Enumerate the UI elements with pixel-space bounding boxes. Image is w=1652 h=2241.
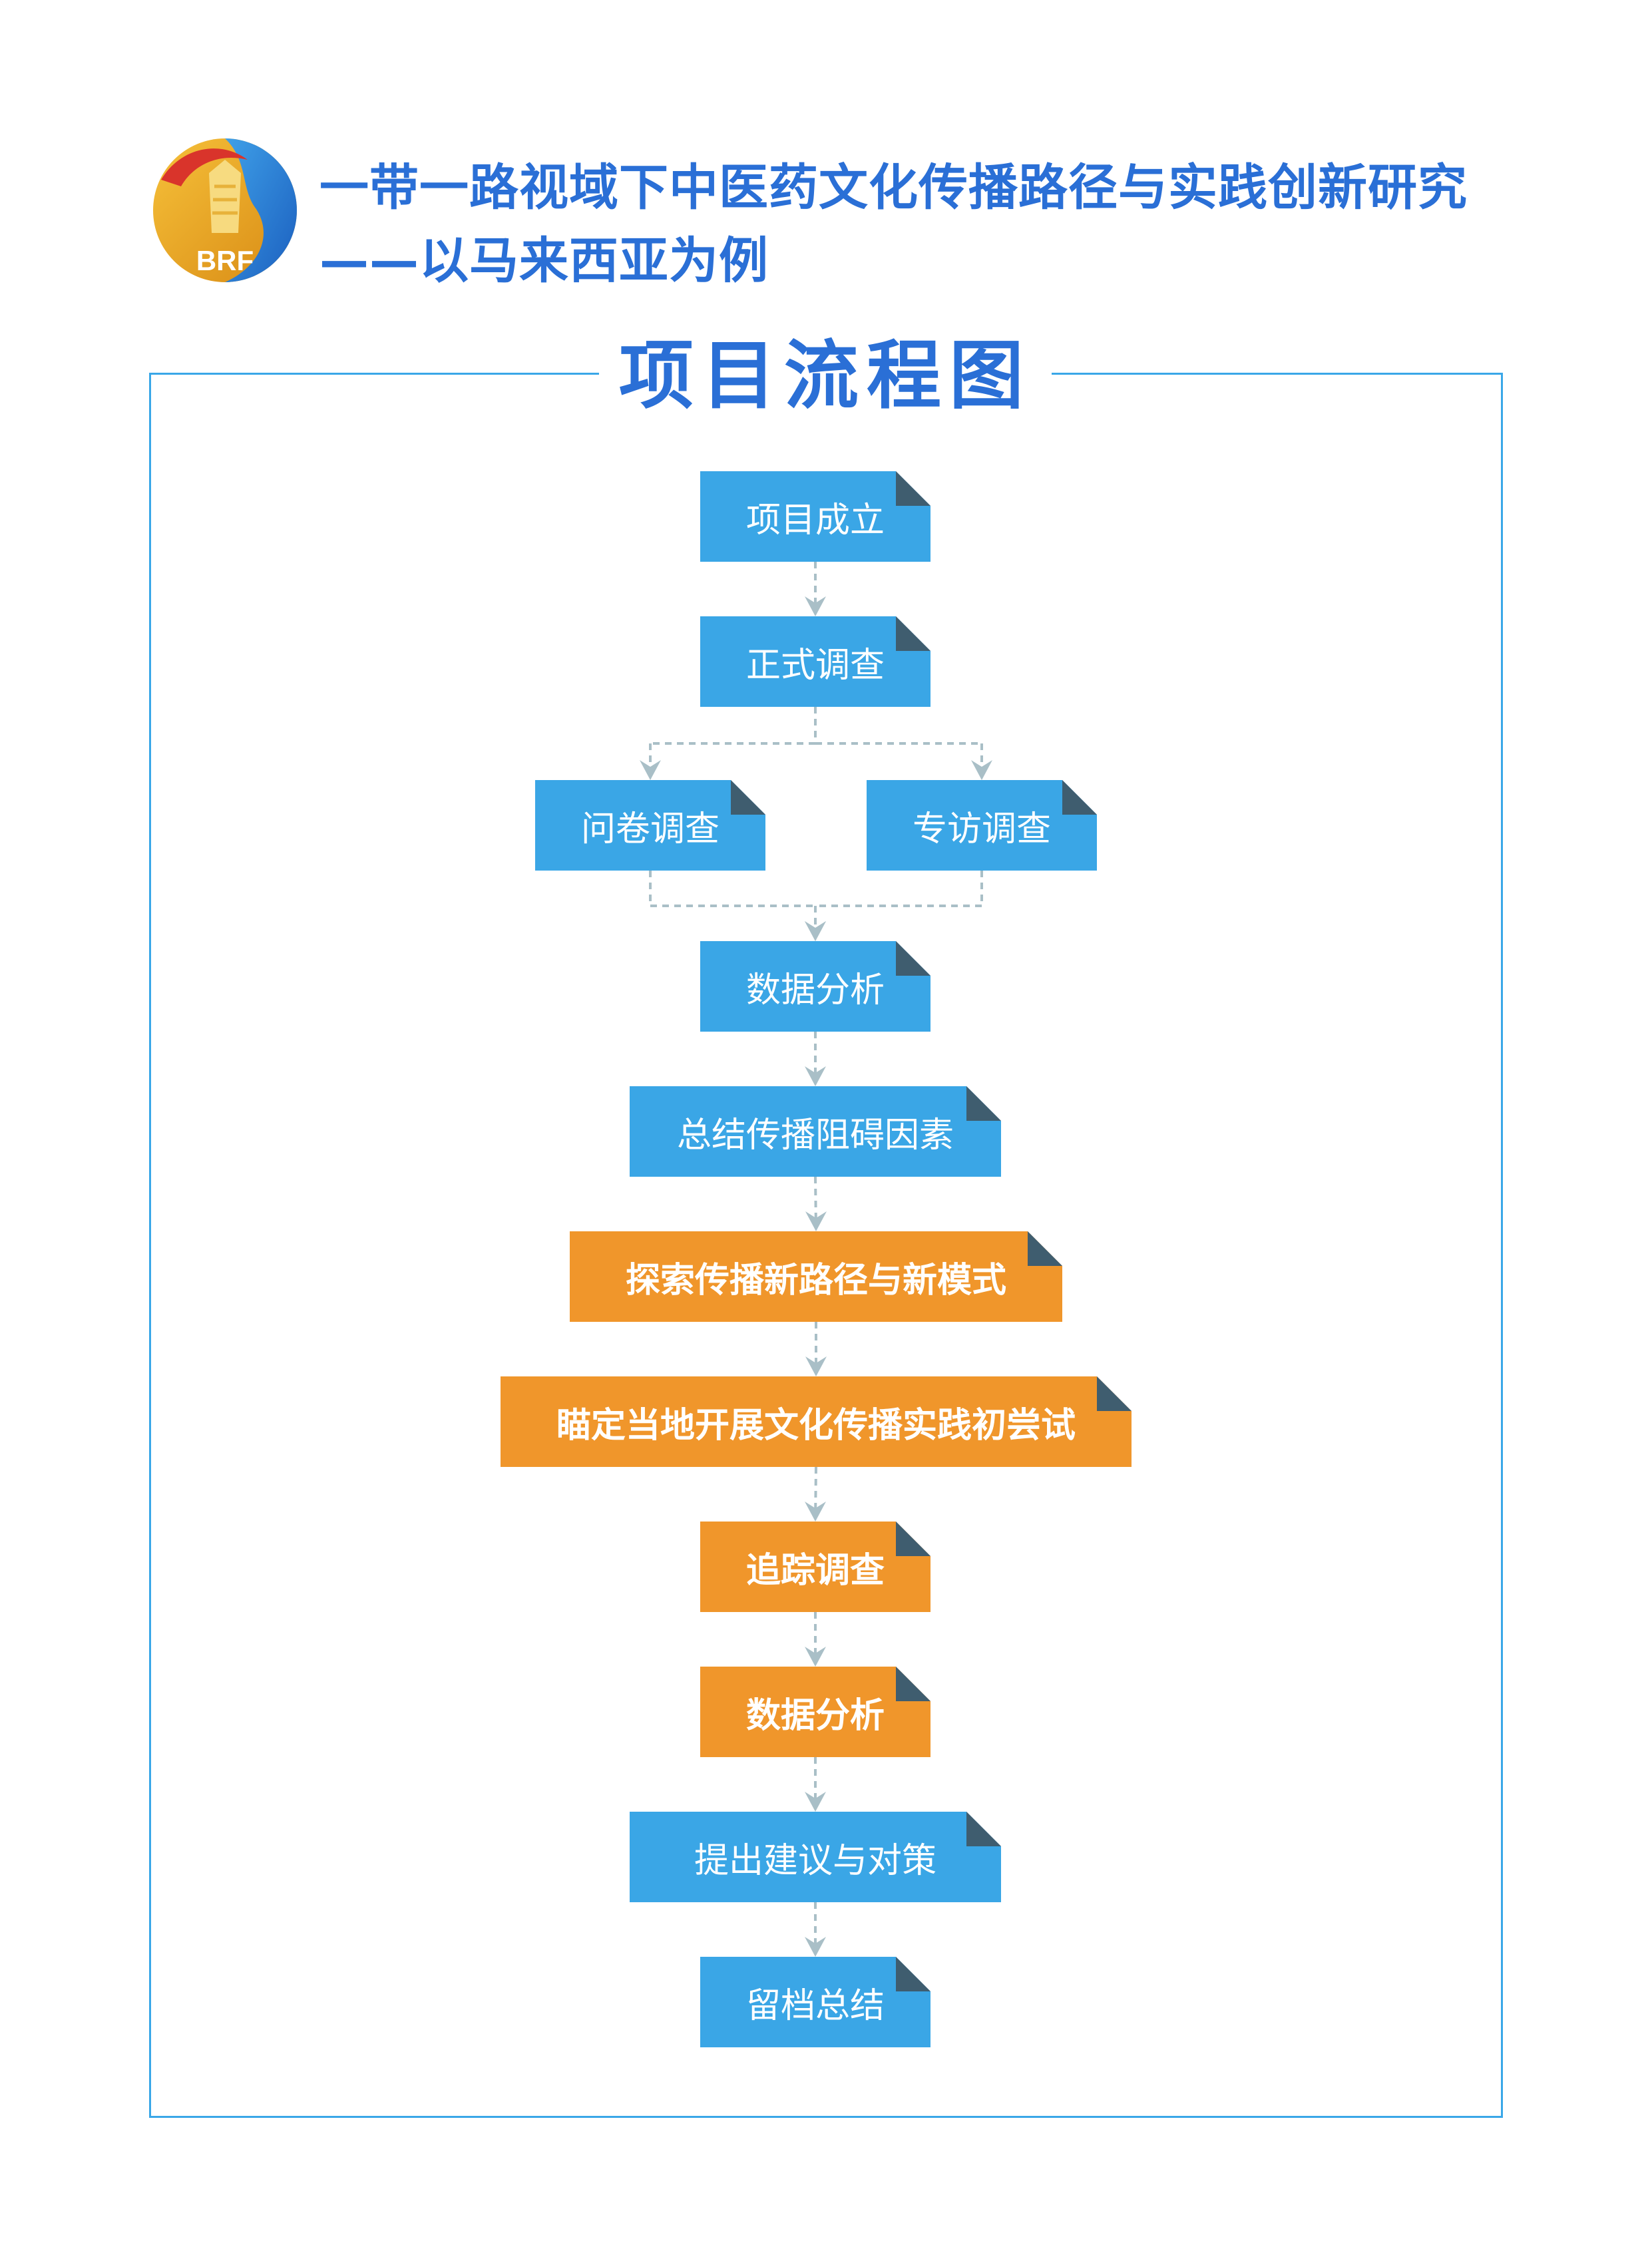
page-fold-shadow — [1028, 1231, 1062, 1266]
flow-node-n5: 总结传播阻碍因素 — [630, 1086, 1001, 1177]
brf-logo: BRF — [153, 138, 297, 282]
connector-n7-n8 — [814, 1466, 817, 1520]
flow-node-label: 追踪调查 — [700, 1522, 930, 1612]
flow-node-n3b: 专访调查 — [867, 780, 1097, 871]
flow-node-n8: 追踪调查 — [700, 1522, 930, 1612]
arrowhead-icon — [971, 760, 992, 780]
arrowhead-icon — [805, 921, 826, 941]
arrowhead-icon — [805, 1937, 826, 1957]
arrowhead-icon — [640, 760, 661, 780]
flow-node-label: 瞄定当地开展文化传播实践初尝试 — [501, 1376, 1132, 1467]
arrowhead-icon — [805, 1502, 826, 1522]
flow-node-label: 正式调查 — [700, 616, 930, 707]
flow-node-n11: 留档总结 — [700, 1957, 930, 2047]
arrowhead-icon — [805, 1211, 827, 1231]
flowchart-title: 项目流程图 — [599, 333, 1052, 419]
flow-node-n3a: 问卷调查 — [535, 780, 765, 871]
page-fold-shadow — [896, 616, 930, 651]
page-fold-shadow — [896, 941, 930, 976]
arrowhead-icon — [805, 1066, 826, 1086]
arrowhead-icon — [805, 596, 826, 616]
flow-node-n9: 数据分析 — [700, 1667, 930, 1757]
flow-node-label: 专访调查 — [867, 780, 1097, 871]
flow-node-n1: 项目成立 — [700, 471, 930, 562]
flow-node-label: 数据分析 — [700, 1667, 930, 1757]
page-title-line2: ——以马来西亚为例 — [319, 232, 769, 290]
flow-node-n7: 瞄定当地开展文化传播实践初尝试 — [501, 1376, 1132, 1467]
flow-node-label: 探索传播新路径与新模式 — [570, 1231, 1062, 1322]
flow-node-label: 项目成立 — [700, 471, 930, 562]
flow-node-label: 提出建议与对策 — [630, 1812, 1001, 1902]
connector-n5-n6 — [814, 1176, 817, 1229]
flow-node-label: 总结传播阻碍因素 — [630, 1086, 1001, 1177]
arrowhead-icon — [805, 1647, 826, 1667]
page-fold-shadow — [896, 1667, 930, 1701]
arrowhead-icon — [805, 1356, 827, 1376]
page-title-line1: 一带一路视域下中医药文化传播路径与实践创新研究 — [319, 159, 1468, 216]
page-fold-shadow — [1062, 780, 1097, 815]
flow-node-n6: 探索传播新路径与新模式 — [570, 1231, 1062, 1322]
flow-node-label: 留档总结 — [700, 1957, 930, 2047]
page-fold-shadow — [896, 1522, 930, 1556]
page-fold-shadow — [966, 1086, 1001, 1121]
flow-node-label: 问卷调查 — [535, 780, 765, 871]
logo-text: BRF — [196, 245, 254, 276]
flow-node-n4: 数据分析 — [700, 941, 930, 1032]
arrowhead-icon — [805, 1792, 826, 1812]
page-fold-shadow — [966, 1812, 1001, 1846]
flow-node-label: 数据分析 — [700, 941, 930, 1032]
flow-node-n10: 提出建议与对策 — [630, 1812, 1001, 1902]
page-fold-shadow — [1097, 1376, 1132, 1411]
page-fold-shadow — [731, 780, 765, 815]
page-fold-shadow — [896, 471, 930, 506]
page-fold-shadow — [896, 1957, 930, 1991]
flow-node-n2: 正式调查 — [700, 616, 930, 707]
